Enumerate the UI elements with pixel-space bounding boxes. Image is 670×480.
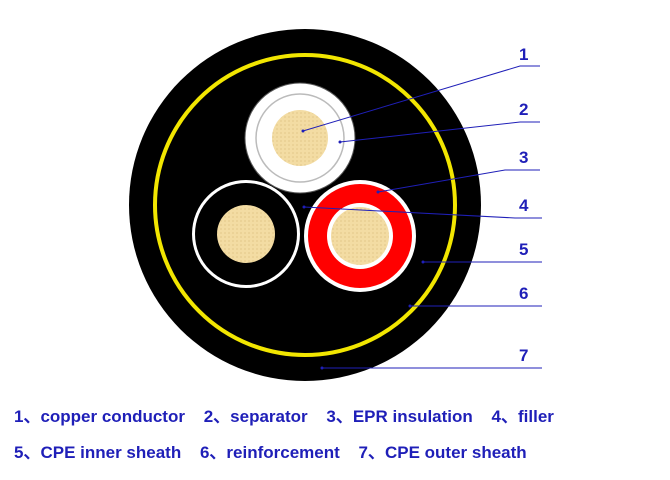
callout-dot-5 bbox=[421, 260, 425, 264]
callout-dot-6 bbox=[408, 304, 412, 308]
callout-dot-7 bbox=[320, 366, 324, 370]
callout-number-3: 3 bbox=[519, 148, 528, 167]
conductor-right bbox=[331, 207, 389, 265]
legend-row-1: 1、copper conductor 2、separator 3、EPR ins… bbox=[14, 402, 568, 427]
legend-item-epr-insulation: 3、EPR insulation bbox=[326, 407, 473, 426]
legend-item-reinforcement: 6、reinforcement bbox=[199, 443, 340, 462]
reinforcement-ring bbox=[153, 53, 457, 357]
legend-item-cpe-outer-sheath: 7、CPE outer sheath bbox=[358, 443, 527, 462]
legend-row-2: 5、CPE inner sheath 6、reinforcement 7、CPE… bbox=[14, 438, 541, 463]
conductor-left bbox=[217, 205, 275, 263]
legend-item-cpe-inner-sheath: 5、CPE inner sheath bbox=[14, 443, 182, 462]
conductor-top bbox=[272, 110, 328, 166]
callout-number-5: 5 bbox=[519, 240, 528, 259]
callout-number-4: 4 bbox=[519, 196, 529, 215]
callout-line-1 bbox=[302, 65, 540, 132]
outer-sheath bbox=[129, 29, 481, 381]
legend-item-separator: 2、separator bbox=[203, 407, 308, 426]
callout-number-6: 6 bbox=[519, 284, 528, 303]
callout-dot-3 bbox=[376, 190, 380, 194]
callout-line-2 bbox=[339, 121, 540, 143]
callout-number-2: 2 bbox=[519, 100, 528, 119]
callout-line-3 bbox=[377, 169, 540, 193]
callout-line-4 bbox=[303, 206, 542, 219]
legend-item-filler: 4、filler bbox=[491, 407, 554, 426]
legend-item-copper-conductor: 1、copper conductor bbox=[14, 407, 185, 426]
callout-number-1: 1 bbox=[519, 45, 528, 64]
callout-dot-1 bbox=[301, 129, 305, 133]
callout-dot-4 bbox=[302, 205, 306, 209]
callout-number-7: 7 bbox=[519, 346, 528, 365]
callout-dot-2 bbox=[338, 140, 342, 144]
